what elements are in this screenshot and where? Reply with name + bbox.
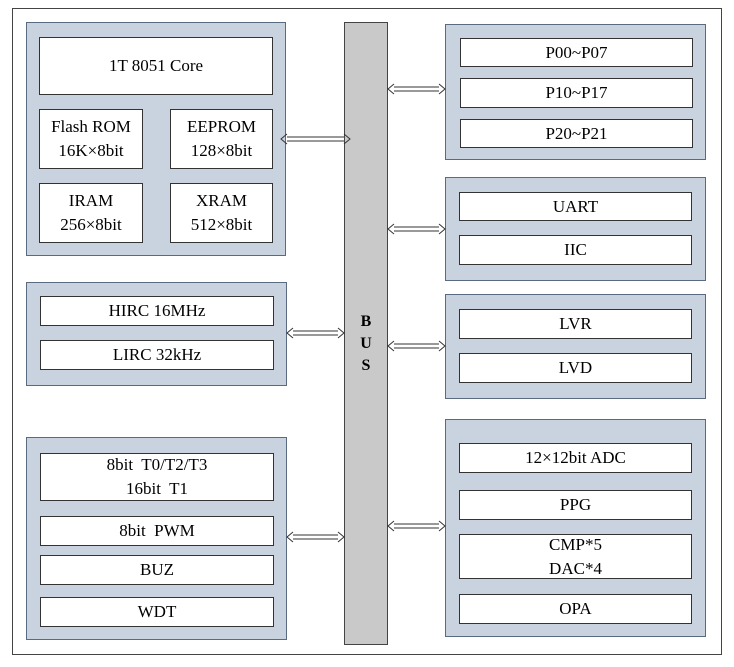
lirc-label: LIRC 32kHz — [112, 345, 202, 364]
ppg-block: PPG — [459, 490, 692, 520]
port0-block: P00~P07 — [460, 38, 693, 67]
iic-label: IIC — [564, 240, 587, 259]
xram-block: XRAM 512×8bit — [170, 183, 273, 243]
timer-block: 8bit T0/T2/T3 16bit T1 — [40, 453, 274, 501]
iram-size: 256×8bit — [60, 215, 122, 234]
bus-letter-s: S — [361, 357, 371, 374]
port0-label: P00~P07 — [545, 42, 608, 62]
hirc-label: HIRC 16MHz — [108, 301, 206, 320]
timers-bus-arrow — [286, 531, 345, 543]
timers-group: 8bit T0/T2/T3 16bit T1 8bit PWM BUZ WDT — [26, 437, 287, 640]
core-block: 1T 8051 Core — [39, 37, 273, 95]
uart-block: UART — [459, 192, 692, 221]
timer-16bit-label: 16bit T1 — [125, 479, 189, 498]
eeprom-label: EEPROM — [187, 117, 256, 136]
flash-rom-size: 16K×8bit — [58, 141, 124, 160]
dac-label: DAC*4 — [549, 558, 602, 578]
pwm-block: 8bit PWM — [40, 516, 274, 546]
bus-label: B U S — [345, 311, 387, 377]
analog-bus-arrow — [387, 520, 446, 532]
lirc-block: LIRC 32kHz — [40, 340, 274, 370]
pwm-label: 8bit PWM — [119, 521, 195, 540]
ports-bus-arrow — [387, 83, 446, 95]
adc-block: 12×12bit ADC — [459, 443, 692, 473]
wdt-block: WDT — [40, 597, 274, 627]
flash-rom-label: Flash ROM — [51, 117, 131, 136]
power-group: LVR LVD — [445, 294, 706, 399]
wdt-label: WDT — [137, 602, 177, 621]
cmp-dac-block: CMP*5 DAC*4 — [459, 534, 692, 579]
adc-label: 12×12bit ADC — [525, 448, 626, 467]
clock-bus-arrow — [286, 327, 345, 339]
flash-rom-block: Flash ROM 16K×8bit — [39, 109, 143, 169]
core-label: 1T 8051 Core — [108, 56, 204, 75]
communication-group: UART IIC — [445, 177, 706, 281]
ppg-label: PPG — [559, 495, 592, 514]
port1-label: P10~P17 — [545, 83, 608, 102]
uart-label: UART — [552, 196, 599, 216]
clock-group: HIRC 16MHz LIRC 32kHz — [26, 282, 287, 386]
iram-label: IRAM — [68, 191, 114, 210]
buz-label: BUZ — [140, 560, 174, 579]
lvd-label: LVD — [558, 358, 593, 377]
hirc-block: HIRC 16MHz — [40, 296, 274, 326]
iic-block: IIC — [459, 235, 692, 265]
port1-block: P10~P17 — [460, 78, 693, 108]
cmp-label: CMP*5 — [549, 534, 602, 554]
core-memory-group: 1T 8051 Core Flash ROM 16K×8bit EEPROM 1… — [26, 22, 286, 256]
xram-size: 512×8bit — [190, 215, 253, 234]
opa-block: OPA — [459, 594, 692, 624]
port2-block: P20~P21 — [460, 119, 693, 148]
opa-label: OPA — [559, 599, 592, 618]
buz-block: BUZ — [40, 555, 274, 585]
bus-bar: B U S — [344, 22, 388, 645]
iram-block: IRAM 256×8bit — [39, 183, 143, 243]
bus-letter-u: U — [360, 335, 372, 352]
xram-label: XRAM — [195, 191, 247, 210]
port2-label: P20~P21 — [545, 123, 608, 143]
timer-8bit-label: 8bit T0/T2/T3 — [106, 455, 208, 474]
ports-group: P00~P07 P10~P17 P20~P21 — [445, 24, 706, 160]
power-bus-arrow — [387, 340, 446, 352]
eeprom-size: 128×8bit — [190, 141, 253, 160]
bus-letter-b: B — [360, 313, 372, 330]
eeprom-block: EEPROM 128×8bit — [170, 109, 273, 169]
analog-group: 12×12bit ADC PPG CMP*5 DAC*4 OPA — [445, 419, 706, 637]
lvr-label: LVR — [559, 314, 592, 333]
core-bus-arrow — [280, 133, 351, 145]
lvr-block: LVR — [459, 309, 692, 339]
lvd-block: LVD — [459, 353, 692, 383]
diagram-frame — [12, 8, 722, 655]
comm-bus-arrow — [387, 223, 446, 235]
